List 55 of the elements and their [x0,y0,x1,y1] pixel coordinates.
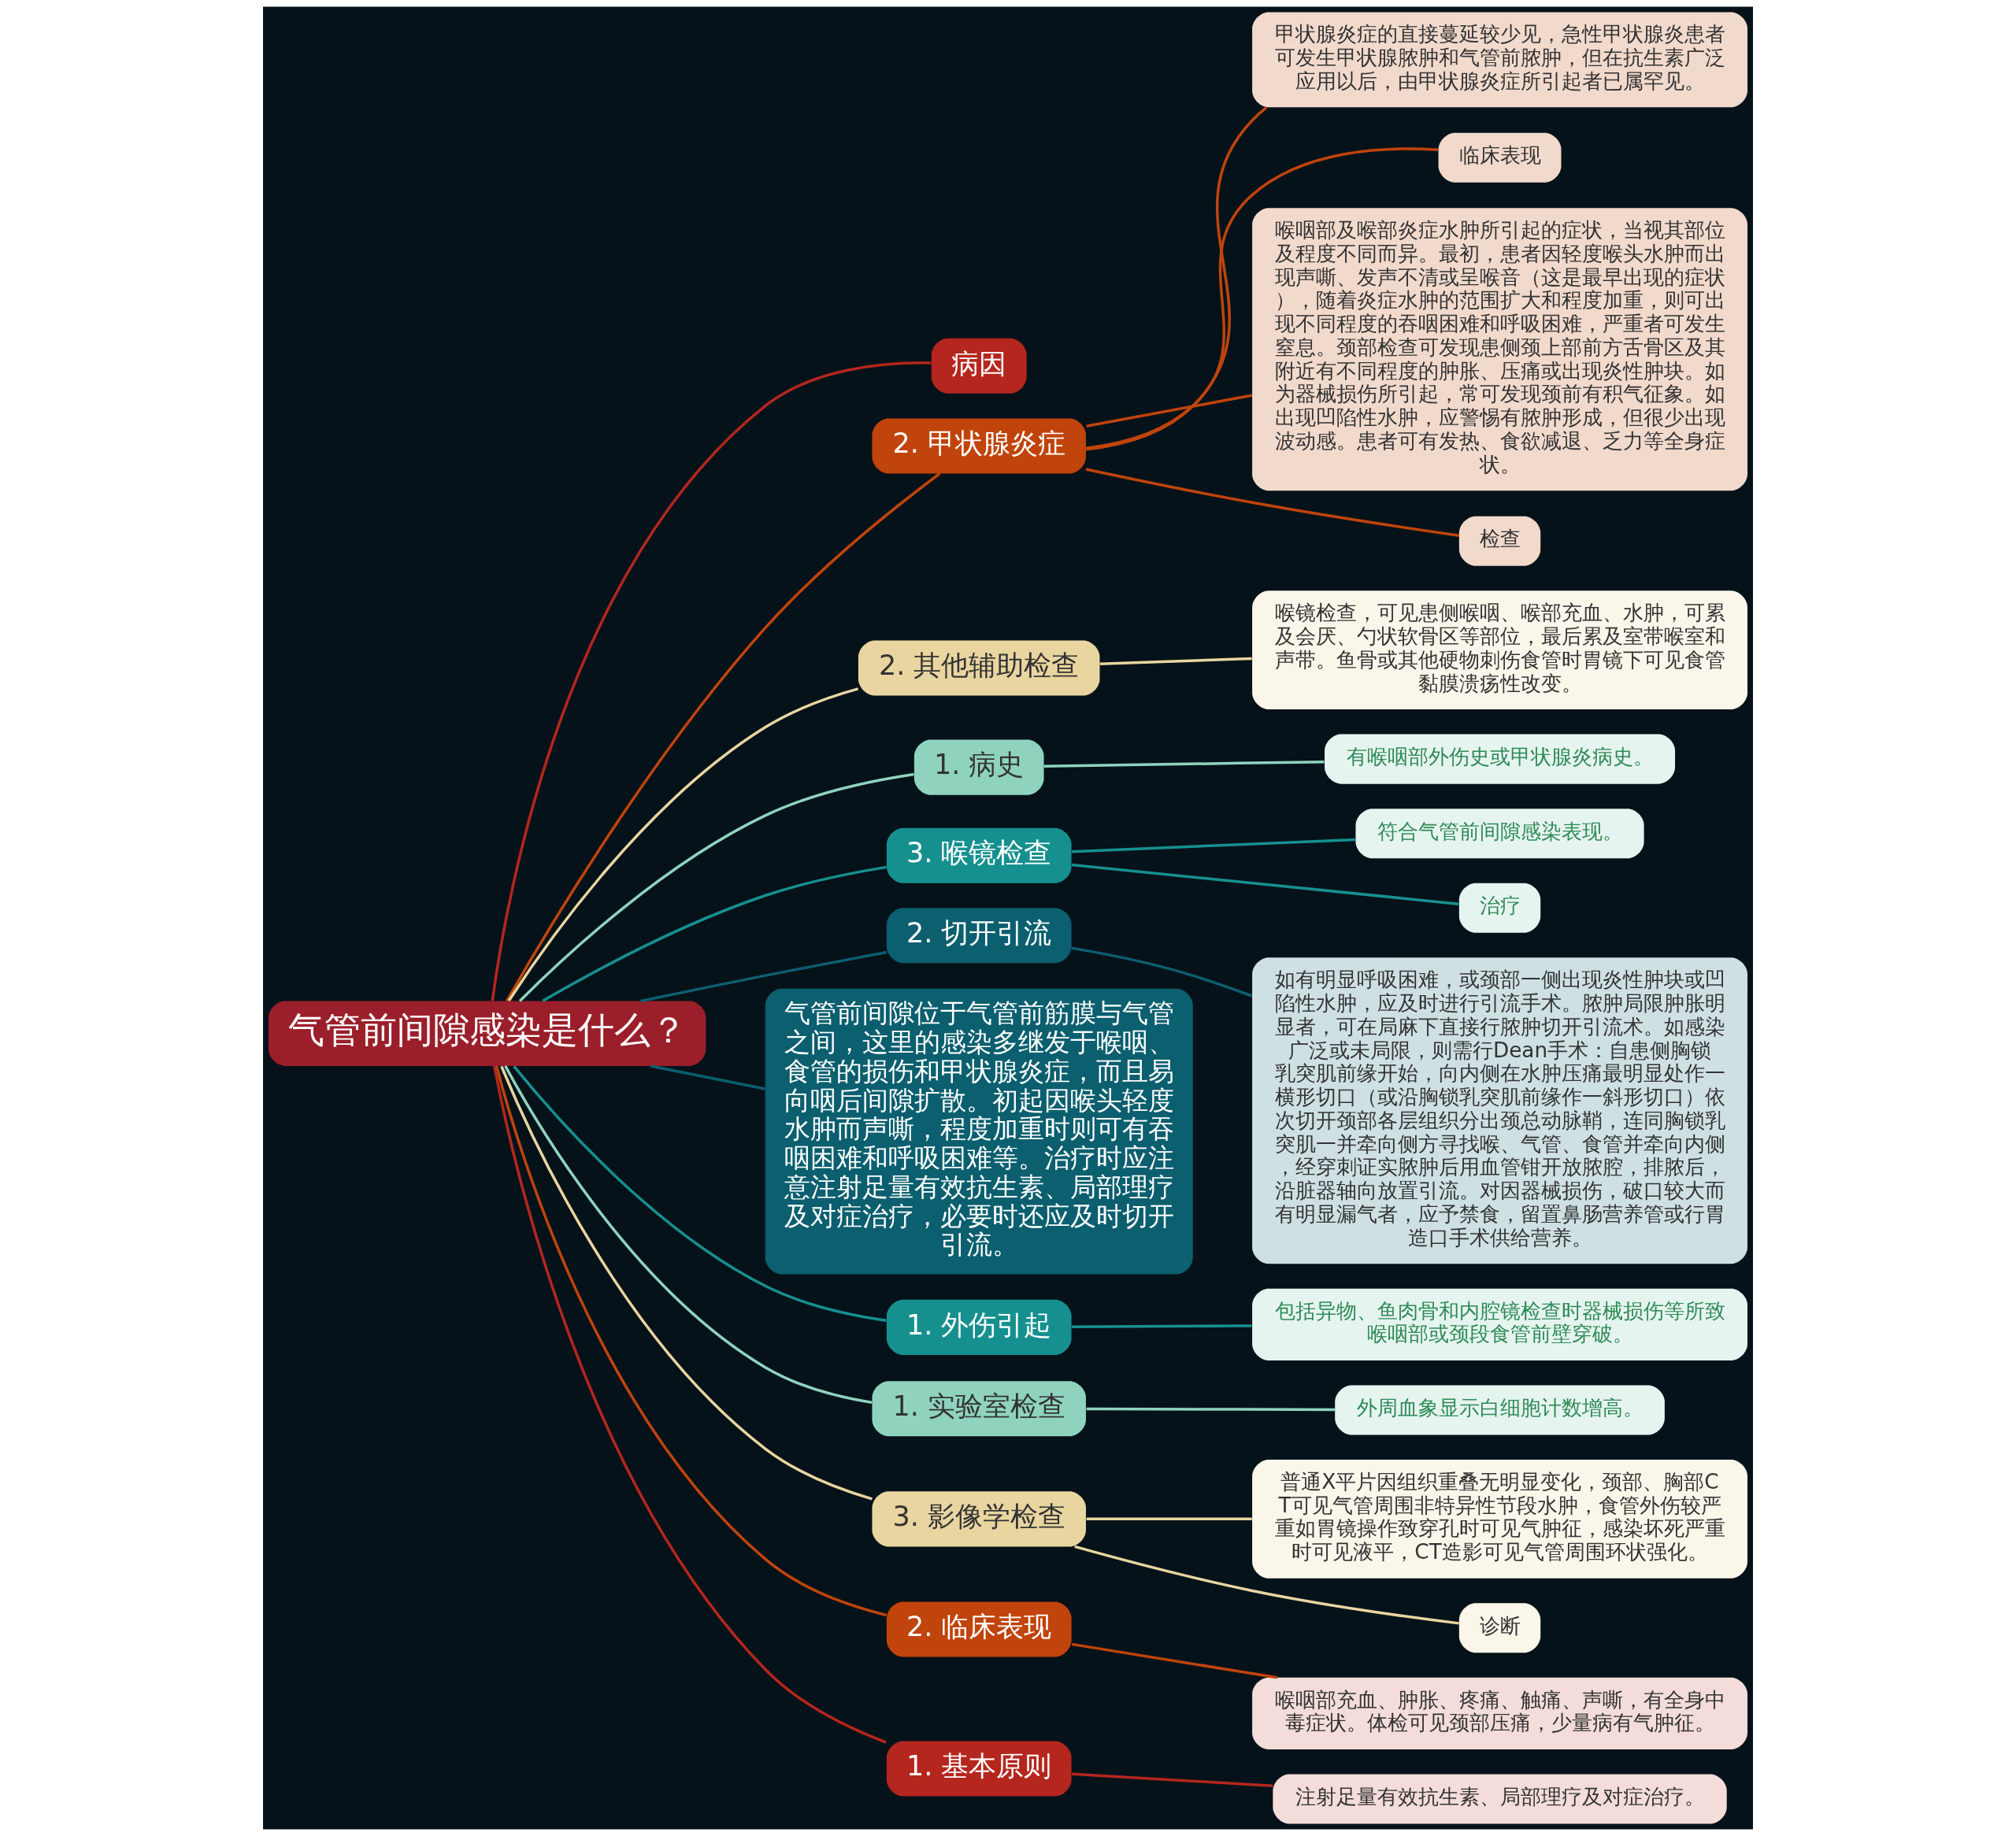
node-box: 外周血象显示白细胞计数增高。 [1335,1385,1665,1435]
node-box: 1. 病史 [914,739,1044,795]
connector [513,1065,887,1323]
node-box: 如有明显呼吸困难，或颈部一侧出现炎性肿块或凹陷性水肿，应及时进行引流手术。脓肿局限肿胀明显者，可在局麻下直接行脓肿切开引流术。如感染广泛或未局限，则需行Dean手术：自患侧胸锁乳突肌前缘开始，向内侧在水肿压痛最明显处作一横形切口（或沿胸锁乳突肌前缘作一斜形切口）依次切开颈部各层组织分出颈总动脉鞘，连同胸锁乳突肌一并牵向侧方寻找喉、气管、食管并牵向内侧，经穿刺证实脓肿后用血管钳开放脓腔，排脓后，沿脏器轴向放置引流。对因器械损伤，破口较大而有明显漏气者，应予禁食，留置鼻肠营养管或行胃造口手术供给营养。 [1252,957,1747,1264]
connector [1071,1772,1273,1787]
connector [1086,1407,1336,1412]
node-box: 气管前间隙位于气管前筋膜与气管之间，这里的感染多继发于喉咽、食管的损伤和甲状腺炎症，而且易向咽后间隙扩散。初起因喉头轻度水肿而声嘶，程度加重时则可有吞咽困难和呼吸困难等。治疗时应注意注射足量有效抗生素、局部理疗及对症治疗，必要时还应及时切开引流。 [765,988,1193,1275]
node-box: 注射足量有效抗生素、局部理疗及对症治疗。 [1273,1774,1727,1824]
node-box: 检查 [1458,516,1541,566]
connector [1071,863,1459,905]
connector [1043,760,1325,768]
node-box: 喉咽部充血、肿胀、疼痛、触痛、声嘶，有全身中毒症状。体检可见颈部压痛，少量病有气肿征。 [1252,1677,1747,1749]
node-box: 气管前间隙感染是什么？ [269,1001,706,1066]
node-box: 3. 影像学检查 [872,1491,1086,1547]
node-box: 2. 甲状腺炎症 [872,418,1086,474]
connector [1086,1517,1252,1521]
connector [1072,838,1355,853]
connector [1071,1642,1278,1679]
connector [495,1065,887,1617]
connector [491,361,932,1001]
connector [1071,946,1253,998]
node-box: 喉咽部及喉部炎症水肿所引起的症状，当视其部位及程度不同而异。最初，患者因轻度喉头水肿而出现声嘶、发声不清或呈喉音（这是最早出现的症状），随着炎症水肿的范围扩大和程度加重，则可出现不同程度的吞咽困难和呼吸困难，严重者可发生窒息。颈部检查可发现患侧颈上部前方舌骨区及其附近有不同程度的肿胀、压痛或出现炎性肿块。如为器械损伤所引起，常可发现颈前有积气征象。如出现凹陷性水肿，应警惕有脓肿形成，但很少出现波动感。患者可有发热、食欲减退、乏力等全身症状。 [1252,208,1747,491]
connector [640,950,888,1003]
connector [1074,1545,1459,1625]
node-box: 1. 外伤引起 [886,1299,1072,1355]
node-box: 临床表现 [1438,132,1562,183]
connector [1086,106,1268,451]
node-box: 2. 临床表现 [886,1601,1072,1657]
connector [493,1065,887,1744]
node-box: 甲状腺炎症的直接蔓延较少见，急性甲状腺炎患者可发生甲状腺脓肿和气管前脓肿，但在抗生素广泛应用以后，由甲状腺炎症所引起者已属罕见。 [1252,12,1747,108]
connector [506,472,941,1002]
connector [542,865,887,1002]
connector [518,772,914,1002]
node-box: 1. 基本原则 [886,1741,1072,1797]
node-box: 治疗 [1458,883,1541,933]
node-box: 符合气管前间隙感染表现。 [1355,809,1644,859]
connector [1086,147,1439,450]
connector [500,1065,873,1501]
node-box: 喉镜检查，可见患侧喉咽、喉部充血、水肿，可累及会厌、勺状软骨区等部位，最后累及室带喉室和声带。鱼骨或其他硬物刺伤食管时胃镜下可见食管黏膜溃疡性改变。 [1252,590,1747,710]
node-box: 包括异物、鱼肉骨和内腔镜检查时器械损伤等所致喉咽部或颈段食管前壁穿破。 [1252,1288,1747,1360]
connector [1086,394,1252,428]
connector [504,1065,873,1405]
connector [1085,468,1460,537]
connector [1099,657,1252,665]
node-box: 有喉咽部外伤史或甲状腺炎病史。 [1325,734,1675,784]
node-box: 2. 其他辅助检查 [858,640,1100,696]
node-box: 2. 切开引流 [886,908,1072,964]
node-box: 病因 [931,338,1027,394]
connector [1072,1324,1252,1328]
node-box: 普通X平片因组织重叠无明显变化，颈部、胸部CT可见气管周围非特异性节段水肿，食管外伤较严重如胃镜操作致穿孔时可见气肿征，感染坏死严重时可见液平，CT造影可见气管周围环状强化。 [1252,1460,1747,1579]
node-box: 诊断 [1458,1603,1541,1653]
connector [507,687,859,1002]
node-box: 3. 喉镜检查 [886,827,1072,883]
node-box: 1. 实验室检查 [872,1381,1086,1437]
connector [650,1064,765,1090]
